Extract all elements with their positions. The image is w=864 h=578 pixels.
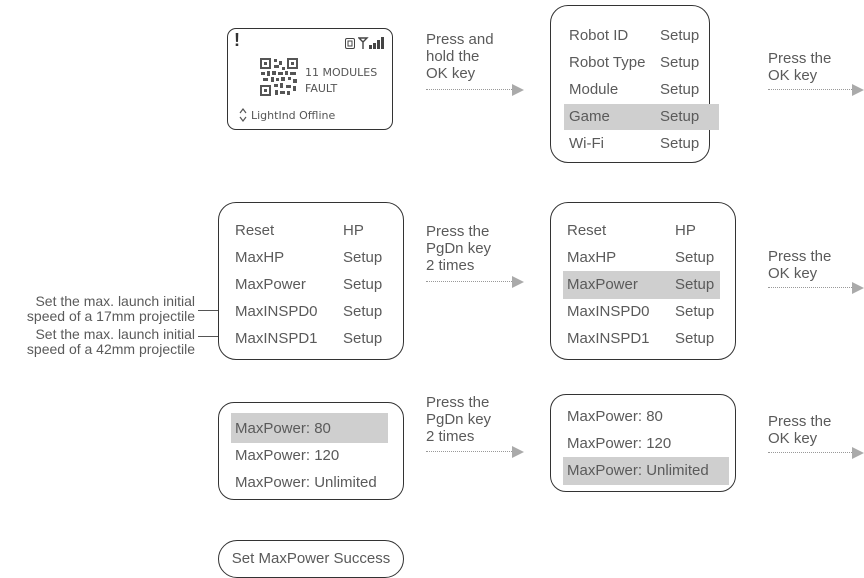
option-row-highlighted: MaxPower: Unlimited: [563, 457, 729, 485]
option-row: MaxPower: 80: [567, 408, 663, 425]
qr-code-icon: [260, 58, 298, 96]
option-row: MaxPower: 120: [235, 447, 340, 464]
option-row-highlighted: MaxPower: 80: [231, 413, 388, 443]
up-down-arrows-icon: [239, 108, 247, 122]
modules-fault-line1: 11 MODULES: [305, 66, 378, 79]
flow-arrow-6: [768, 447, 864, 459]
flow-arrow-4: [768, 282, 864, 294]
maxpower-options-80-selected: MaxPower: 80 MaxPower: 120 MaxPower: Unl…: [218, 402, 404, 500]
status-screen: ! 11 MODULES FAULT LightInd Offline: [227, 28, 393, 130]
modules-fault-line2: FAULT: [305, 82, 338, 95]
maxpower-options-unlimited-selected: MaxPower: 80 MaxPower: 120 MaxPower: Unl…: [550, 394, 736, 492]
sim-card-icon: [345, 38, 355, 49]
success-text: Set MaxPower Success: [231, 550, 391, 567]
option-row: MaxPower: Unlimited: [235, 474, 377, 491]
flow-arrow-5: [426, 446, 524, 458]
flow-arrow-1: [426, 84, 524, 96]
success-message: Set MaxPower Success: [218, 540, 404, 578]
flow-arrow-2: [768, 84, 864, 96]
status-footer: LightInd Offline: [251, 109, 336, 122]
flow-arrow-3: [426, 276, 524, 288]
antenna-signal-icon: [358, 37, 384, 49]
alert-icon: !: [234, 30, 240, 50]
option-row: MaxPower: 120: [567, 435, 672, 452]
